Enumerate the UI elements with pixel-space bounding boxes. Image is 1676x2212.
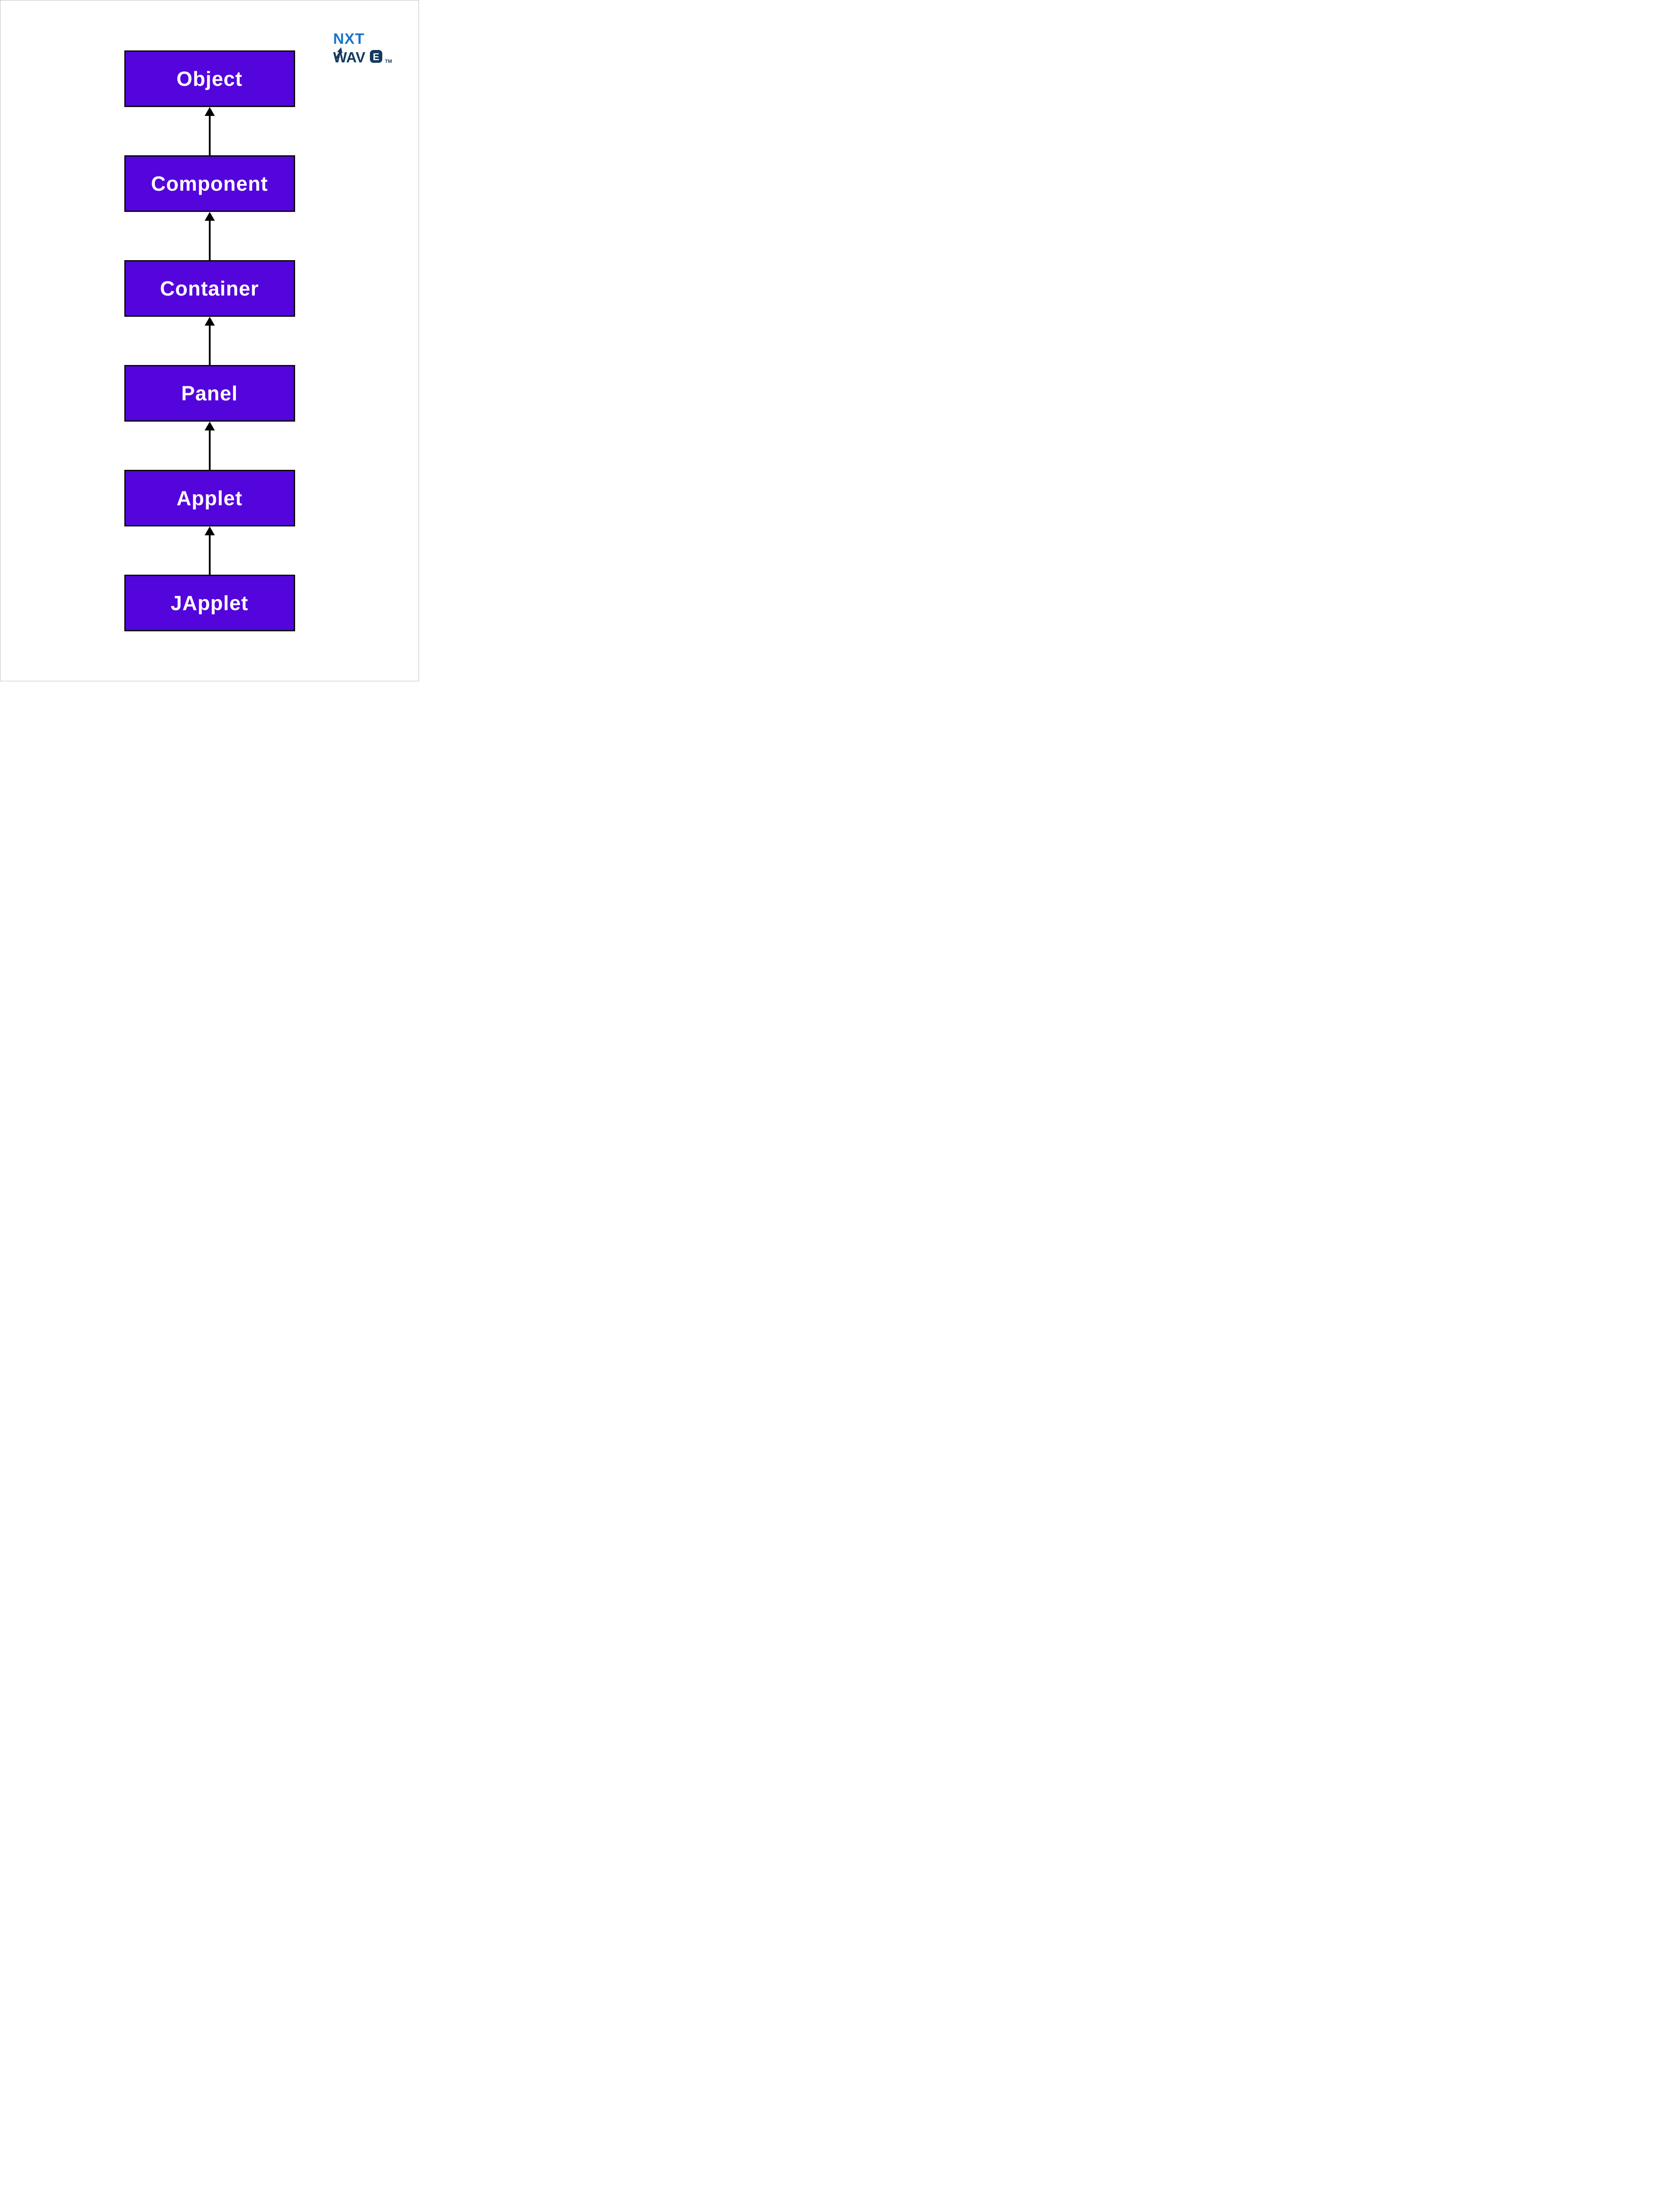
up-arrow-icon [204,526,215,575]
nxtwave-logo: NXT WAV E TM [333,31,395,69]
node-container-label: Container [160,277,259,300]
up-arrow-icon [204,317,215,365]
node-object: Object [124,50,295,107]
node-panel: Panel [124,365,295,422]
logo-line2-text: WAV [333,49,365,65]
logo-line1-text: NXT [333,31,365,47]
class-hierarchy-diagram: Object Component Container Panel [124,50,295,631]
node-component: Component [124,155,295,212]
node-component-label: Component [151,172,268,195]
node-panel-label: Panel [181,382,238,405]
page-canvas: NXT WAV E TM Object Component [0,0,419,681]
up-arrow-icon [204,422,215,470]
node-object-label: Object [176,67,243,90]
nxtwave-logo-graphic: NXT WAV E TM [333,31,392,65]
node-applet-label: Applet [176,487,243,510]
logo-tm-text: TM [385,59,392,64]
up-arrow-icon [204,107,215,155]
node-japplet: JApplet [124,575,295,631]
node-container: Container [124,260,295,317]
logo-e-letter: E [373,51,380,62]
node-applet: Applet [124,470,295,526]
logo-e-box [370,50,382,63]
node-japplet-label: JApplet [170,591,249,614]
wave-arrow-icon [335,47,342,60]
up-arrow-icon [204,212,215,260]
